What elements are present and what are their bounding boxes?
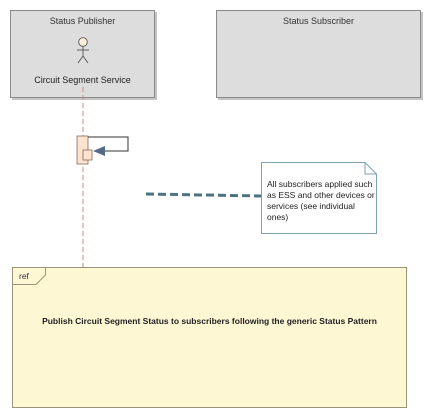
note-text: All subscribers applied such as ESS and … [267,179,375,222]
nested-activation-bar [82,149,93,161]
ref-text: Publish Circuit Segment Status to subscr… [42,316,377,326]
publisher-title: Status Publisher [49,16,116,26]
actor-icon [77,37,89,64]
self-message-line [88,136,129,152]
note-shape [261,162,377,234]
note[interactable]: All subscribers applied such as ESS and … [261,162,377,234]
subscriber-title: Status Subscriber [282,16,355,26]
self-message-arrowhead [93,146,105,156]
ref-tag-shape [12,267,46,285]
status-subscriber-pool[interactable]: Status Subscriber [216,10,421,98]
status-publisher-pool[interactable]: Status Publisher Circuit Segment Service [10,10,155,98]
note-connector [145,192,262,198]
ref-tag: ref [19,271,29,281]
actor-label: Circuit Segment Service [34,75,131,85]
ref-interaction-frame[interactable]: ref Publish Circuit Segment Status to su… [12,267,407,408]
